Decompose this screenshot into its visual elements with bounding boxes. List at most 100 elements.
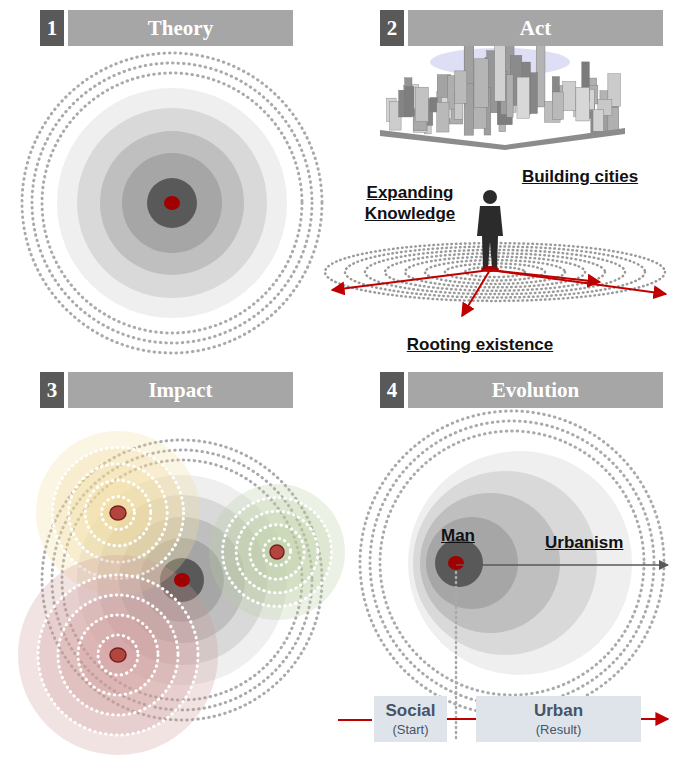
city-building bbox=[576, 87, 590, 121]
dotted-ring bbox=[69, 464, 167, 562]
theory-rings bbox=[22, 53, 322, 353]
dotted-ring bbox=[42, 73, 302, 333]
stage-note: (Start) bbox=[384, 721, 437, 738]
center-dot bbox=[164, 196, 180, 210]
growth-arrow bbox=[456, 564, 668, 566]
dotted-ring bbox=[22, 53, 322, 353]
impact-rings bbox=[18, 431, 345, 755]
dotted-ring bbox=[380, 431, 644, 695]
filled-ring bbox=[147, 178, 197, 228]
panel-heading: Impact bbox=[148, 378, 212, 403]
city-building bbox=[517, 77, 530, 118]
filled-ring bbox=[420, 493, 560, 633]
city-building bbox=[593, 110, 603, 132]
filled-ring bbox=[263, 538, 290, 565]
panel-heading: 4 bbox=[387, 378, 398, 403]
filled-ring bbox=[100, 131, 244, 275]
evolution-label: Urbanism bbox=[545, 532, 645, 553]
city-building bbox=[474, 59, 488, 107]
red-arrows bbox=[332, 270, 666, 316]
city-building bbox=[455, 71, 467, 103]
filled-ring bbox=[69, 464, 167, 562]
center-dot bbox=[270, 545, 284, 559]
evolution-label: Man bbox=[436, 525, 480, 546]
filled-ring bbox=[58, 595, 178, 715]
filled-ring bbox=[223, 498, 332, 607]
stage-note: (Result) bbox=[486, 721, 631, 738]
timeline-arrow bbox=[641, 718, 668, 720]
panel-title: Impact bbox=[68, 372, 293, 408]
panel-heading: Theory bbox=[148, 16, 213, 41]
filled-ring bbox=[426, 517, 518, 609]
filled-ring bbox=[236, 511, 318, 593]
panel-number: 3 bbox=[40, 372, 64, 408]
dotted-ring bbox=[78, 615, 158, 695]
dotted-ring bbox=[102, 497, 135, 530]
center-dot bbox=[448, 556, 464, 570]
city-building bbox=[437, 102, 449, 132]
city-base bbox=[380, 128, 625, 150]
filled-ring bbox=[408, 451, 632, 675]
filled-ring bbox=[38, 575, 198, 735]
dotted-ring bbox=[360, 411, 664, 715]
panel-heading: 1 bbox=[47, 16, 58, 41]
center-dot bbox=[110, 648, 126, 662]
city-blocks bbox=[380, 38, 625, 150]
act-label: Expanding Knowledge bbox=[350, 182, 470, 224]
city-building bbox=[552, 92, 563, 119]
city-building bbox=[507, 75, 514, 118]
evolution-rings bbox=[360, 411, 664, 715]
dotted-ring bbox=[263, 538, 290, 565]
filled-ring bbox=[85, 480, 151, 546]
panel-title: Act bbox=[408, 10, 663, 46]
red-arrow bbox=[462, 270, 490, 316]
dotted-ring bbox=[85, 480, 151, 546]
person-silhouette bbox=[477, 190, 503, 272]
center-dot bbox=[110, 506, 126, 520]
dotted-guide bbox=[455, 572, 458, 740]
act-label: Building cities bbox=[505, 166, 655, 187]
dotted-ring bbox=[38, 575, 198, 735]
dotted-ring bbox=[250, 525, 304, 579]
panel-number: 4 bbox=[380, 372, 404, 408]
dotted-ring bbox=[32, 63, 312, 343]
panel-title: Evolution bbox=[408, 372, 663, 408]
filled-ring bbox=[413, 471, 597, 655]
red-arrow bbox=[332, 270, 490, 290]
panel-number: 2 bbox=[380, 10, 404, 46]
timeline-stub bbox=[338, 719, 372, 721]
filled-ring bbox=[209, 484, 345, 620]
person-head bbox=[483, 190, 497, 204]
panel-title: Theory bbox=[68, 10, 293, 46]
filled-ring bbox=[57, 88, 287, 318]
filled-ring bbox=[435, 539, 483, 587]
city-building bbox=[415, 87, 428, 121]
city-building bbox=[495, 44, 506, 102]
filled-ring bbox=[77, 108, 267, 298]
panel-number: 1 bbox=[40, 10, 64, 46]
filled-ring bbox=[102, 497, 135, 530]
dotted-ring bbox=[98, 635, 138, 675]
dotted-ring bbox=[236, 511, 318, 593]
red-arrow bbox=[490, 270, 600, 282]
dotted-ring bbox=[223, 498, 332, 607]
dotted-ring bbox=[58, 595, 178, 715]
dotted-ring bbox=[370, 421, 654, 705]
panel-heading: 3 bbox=[47, 378, 58, 403]
city-building bbox=[405, 86, 414, 116]
stage-box: Social(Start) bbox=[374, 696, 447, 742]
city-building bbox=[563, 82, 576, 111]
filled-ring bbox=[18, 555, 218, 755]
panel-heading: Evolution bbox=[492, 378, 580, 403]
red-arrow bbox=[490, 270, 666, 294]
person-body bbox=[477, 206, 503, 268]
act-illustration bbox=[325, 38, 666, 316]
center-dot bbox=[174, 573, 190, 587]
stage-name: Social bbox=[384, 700, 437, 721]
filled-ring bbox=[250, 525, 304, 579]
act-label: Rooting existence bbox=[385, 334, 575, 355]
filled-ring bbox=[122, 153, 222, 253]
filled-ring bbox=[78, 615, 158, 695]
filled-ring bbox=[98, 635, 138, 675]
